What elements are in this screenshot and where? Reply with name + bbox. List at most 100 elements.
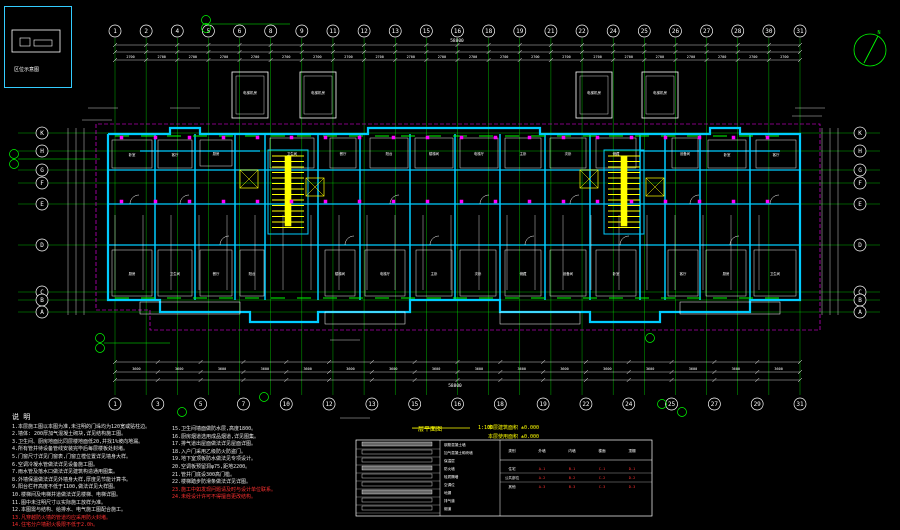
- top-axis-label-bubble: [637, 24, 651, 38]
- room: [705, 249, 747, 297]
- dimension-tick: [424, 49, 429, 55]
- column-marker: [119, 199, 124, 204]
- stair-core: [267, 149, 309, 235]
- legend-table-cell: B-2: [569, 476, 576, 480]
- dimension-text: 2700: [780, 55, 788, 59]
- dimension-tick: [206, 49, 211, 55]
- left-axis-label-bubble: [35, 197, 49, 211]
- notes-heading: 说 明: [12, 413, 31, 421]
- bottom-axis-label-bubble: [322, 397, 336, 411]
- dimension-tick: [155, 359, 160, 365]
- bottom-axis-label-bubble: [237, 397, 250, 411]
- dimension-tick: [361, 49, 367, 55]
- legend-table-cell: A-2: [539, 476, 546, 480]
- dimension-tick: [330, 49, 336, 55]
- north-arrow-label: N: [877, 30, 880, 36]
- bottom-axis-label: 7: [242, 401, 246, 408]
- dimension-tick: [797, 57, 803, 63]
- door-swing: [689, 194, 700, 205]
- elevator-shaft: [305, 177, 325, 197]
- dimension-text: 2700: [344, 55, 352, 59]
- dimension-tick: [299, 57, 304, 63]
- legend-table-cell: C-3: [599, 485, 606, 489]
- top-axis-label: 1: [113, 28, 117, 35]
- roof-shaft-inner: [645, 75, 675, 115]
- shaft-label: 电梯机房: [311, 90, 325, 95]
- room-label: 客厅: [773, 152, 780, 157]
- dimension-tick: [766, 57, 772, 63]
- dimension-tick: [455, 42, 460, 48]
- left-axis-label-bubble: [35, 238, 49, 252]
- dimension-text: 3600: [432, 367, 440, 371]
- left-axis-label: D: [40, 242, 44, 249]
- callout-bubble: [645, 333, 655, 343]
- column-marker: [527, 199, 532, 204]
- dimension-tick: [498, 369, 503, 375]
- room: [369, 137, 409, 169]
- bottom-axis-label-bubble: [194, 397, 207, 411]
- door-swing: [429, 235, 440, 246]
- top-axis-label-bubble: [451, 24, 464, 38]
- room: [671, 137, 699, 169]
- dimension-tick: [579, 57, 585, 63]
- top-axis-label-bubble: [233, 24, 246, 38]
- right-axis-label: B: [858, 297, 862, 304]
- legend-table-header: 内墙: [568, 448, 576, 453]
- right-axis-label-bubble: [853, 238, 867, 252]
- left-axis-label-bubble: [35, 144, 49, 158]
- dimension-tick: [669, 359, 674, 365]
- dimension-tick: [268, 57, 273, 63]
- dimension-text: 2700: [593, 55, 601, 59]
- room: [459, 249, 497, 297]
- column-marker: [561, 199, 566, 204]
- top-axis-label-bubble: [420, 24, 433, 38]
- top-axis-label-bubble: [139, 24, 153, 38]
- room-label: 设备间: [563, 271, 574, 276]
- dimension-tick: [237, 42, 242, 48]
- dimension-text: 2700: [282, 55, 290, 59]
- dimension-text: 3600: [218, 367, 226, 371]
- room: [111, 139, 153, 169]
- legend-swatch: [361, 473, 433, 479]
- dimension-tick: [268, 42, 273, 48]
- column-marker: [731, 199, 736, 204]
- north-arrow-needle: [863, 35, 879, 64]
- dimension-tick: [361, 57, 367, 63]
- callout-bubble: [201, 23, 211, 33]
- column-marker: [561, 135, 566, 140]
- stair-core: [603, 149, 645, 235]
- room: [504, 137, 542, 169]
- bottom-axis-label: 12: [325, 401, 333, 408]
- dimension-tick: [241, 369, 246, 375]
- callout-bubble: [259, 392, 269, 402]
- callout-bubble: [95, 333, 105, 343]
- room-label: 卫生间: [770, 271, 781, 276]
- legend-swatch: [361, 505, 433, 511]
- dimension-tick: [755, 377, 760, 383]
- door-swing: [569, 194, 580, 205]
- room: [549, 137, 587, 169]
- note-line: 10.楼梯间及电梯井道做法详见楼梯、电梯详图。: [12, 491, 122, 498]
- top-axis-label: 9: [300, 28, 304, 35]
- note-line: 3.卫生间、厨房地面比同层楼地面低20,并找1%坡向地漏。: [12, 438, 144, 445]
- room-label: 卧室: [613, 271, 620, 276]
- boundary-line: [95, 123, 821, 331]
- top-axis-label-bubble: [295, 24, 309, 38]
- top-axis-label: 4: [175, 28, 179, 35]
- column-marker: [391, 135, 396, 140]
- top-axis-label: 13: [392, 28, 400, 35]
- dimension-tick: [611, 57, 616, 63]
- room-label: 餐厅: [340, 151, 347, 156]
- dimension-text: 2700: [687, 55, 695, 59]
- top-axis-label: 18: [485, 28, 493, 35]
- shaft-label: 电梯机房: [587, 90, 601, 95]
- dimension-text: 2700: [189, 55, 197, 59]
- dimension-tick: [299, 42, 304, 48]
- dimension-tick: [206, 42, 211, 48]
- note-line: 1.本层施工图以本图为准,未注明的门垛均为120宽或贴柱边。: [12, 423, 151, 430]
- column-marker: [629, 135, 634, 140]
- callout-bubble: [95, 343, 105, 353]
- room: [199, 139, 233, 167]
- callout-bubble: [201, 15, 211, 25]
- note-line: 5.门窗尺寸详见门窗表,门窗立樘位置详见墙身大样。: [12, 453, 132, 460]
